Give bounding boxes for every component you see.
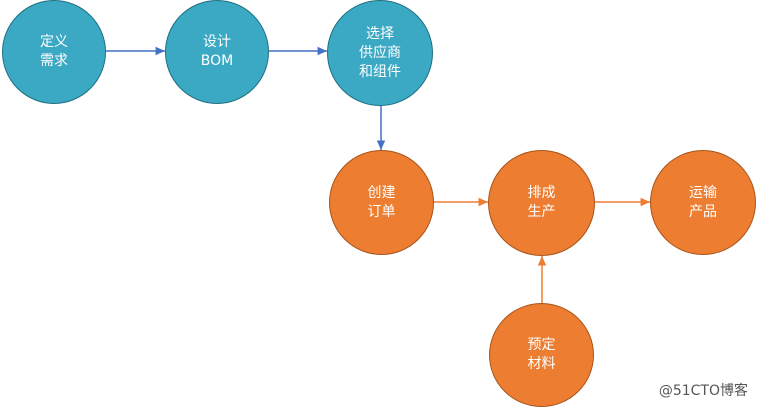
node-label: 选择 供应商 和组件 bbox=[359, 25, 401, 80]
node-label: 设计 BOM bbox=[200, 34, 234, 69]
node-define-requirements[interactable]: 定义 需求 bbox=[2, 0, 106, 104]
node-ship-product[interactable]: 运输 产品 bbox=[650, 150, 756, 255]
node-label: 运输 产品 bbox=[689, 184, 717, 220]
node-schedule-production[interactable]: 排成 生产 bbox=[488, 150, 595, 256]
node-create-order[interactable]: 创建 订单 bbox=[329, 150, 434, 255]
node-label: 创建 订单 bbox=[367, 184, 396, 220]
node-label: 定义 需求 bbox=[40, 34, 68, 69]
node-design-bom[interactable]: 设计 BOM bbox=[165, 0, 269, 104]
node-label: 预定 材料 bbox=[527, 337, 556, 372]
watermark: @51CTO博客 bbox=[658, 383, 748, 399]
node-select-suppliers[interactable]: 选择 供应商 和组件 bbox=[327, 0, 433, 106]
node-reserve-materials[interactable]: 预定 材料 bbox=[489, 303, 594, 407]
node-label: 排成 生产 bbox=[527, 185, 556, 220]
